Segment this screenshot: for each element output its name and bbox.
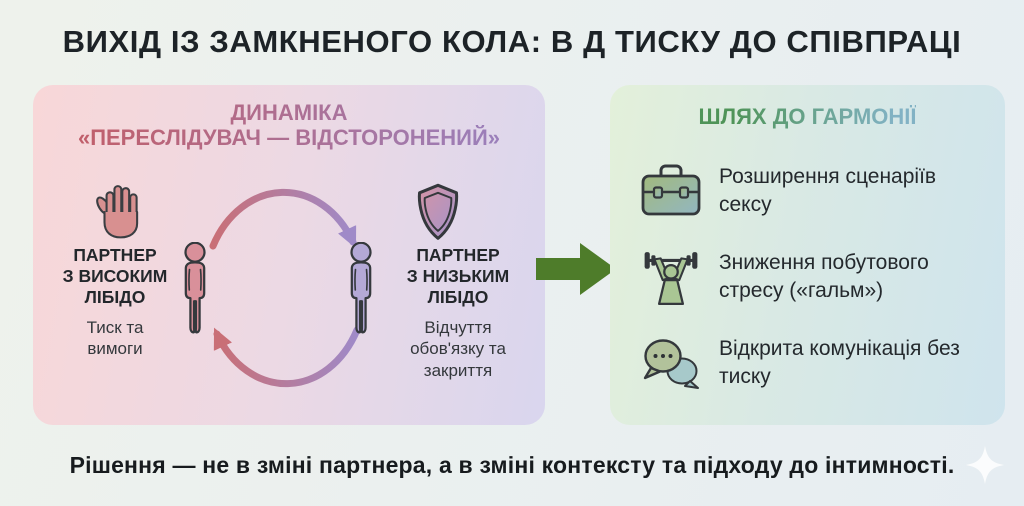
cycle-arrows (190, 170, 380, 400)
harmony-panel-heading: ШЛЯХ ДО ГАРМОНІЇ (610, 104, 1005, 130)
harmony-heading-text: ШЛЯХ ДО ГАРМОНІЇ (698, 104, 917, 129)
person-high-libido-icon (173, 242, 217, 340)
partner-high-libido-block: ПАРТНЕР З ВИСОКИМ ЛІБІДО Тиск та вимоги (39, 245, 191, 360)
harmony-panel: ШЛЯХ ДО ГАРМОНІЇ Розширення сцена (610, 85, 1005, 425)
transition-arrow-icon (536, 241, 616, 297)
partner-low-libido-block: ПАРТНЕР З НИЗЬКИМ ЛІБІДО Відчуття обов'я… (377, 245, 539, 381)
partner-low-label-line3: ЛІБІДО (427, 287, 489, 307)
partner-high-label-line1: ПАРТНЕР (73, 245, 157, 265)
footer-conclusion: Рішення — не в зміні партнера, а в зміні… (69, 452, 955, 478)
stop-hand-icon (95, 183, 143, 241)
partner-low-label-line1: ПАРТНЕР (416, 245, 500, 265)
partner-high-label-line3: ЛІБІДО (84, 287, 146, 307)
weightlifter-icon (640, 247, 702, 307)
person-low-libido-icon (339, 242, 383, 340)
list-item: Зниження побутового стресу («гальм») (640, 247, 967, 307)
list-item: Відкрита комунікація без тиску (640, 333, 967, 393)
harmony-item-text: Зниження побутового стресу («гальм») (719, 251, 929, 302)
sparkle-icon (966, 446, 1004, 484)
harmony-item-text: Відкрита комунікація без тиску (719, 337, 960, 388)
page-title: ВИХІД ІЗ ЗАМКНЕНОГО КОЛА: В Д ТИСКУ ДО С… (62, 24, 962, 59)
shield-icon (412, 183, 464, 243)
briefcase-icon (640, 161, 702, 221)
dynamic-heading-line1: ДИНАМІКА (33, 100, 545, 125)
chat-bubbles-icon (640, 333, 702, 393)
harmony-item-text: Розширення сценаріїв сексу (719, 165, 937, 216)
partner-high-label-line2: З ВИСОКИМ (62, 266, 168, 286)
partner-high-subtext: Тиск та вимоги (86, 318, 144, 359)
list-item: Розширення сценаріїв сексу (640, 161, 967, 221)
partner-low-subtext: Відчуття обов'язку та закриття (410, 318, 506, 380)
partner-low-label-line2: З НИЗЬКИМ (406, 266, 510, 286)
dynamic-heading-line2: «ПЕРЕСЛІДУВАЧ — ВІДСТОРОНЕНИЙ» (33, 125, 545, 150)
dynamic-panel-heading: ДИНАМІКА «ПЕРЕСЛІДУВАЧ — ВІДСТОРОНЕНИЙ» (33, 100, 545, 150)
dynamic-panel: ДИНАМІКА «ПЕРЕСЛІДУВАЧ — ВІДСТОРОНЕНИЙ» (33, 85, 545, 425)
